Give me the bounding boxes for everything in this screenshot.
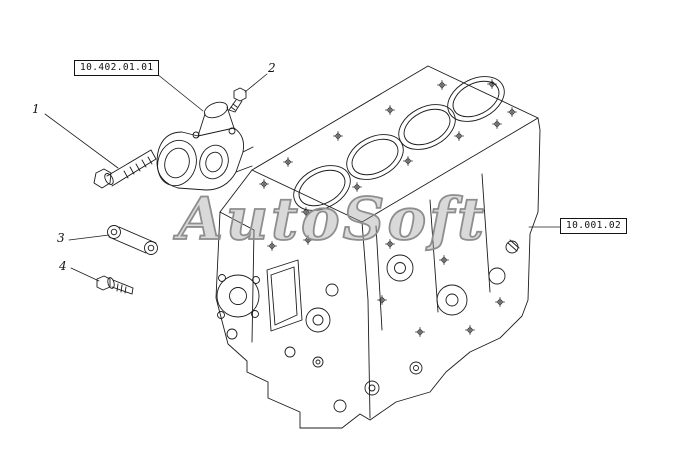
callout-3[interactable]: 3 [57,231,65,245]
engine-block-drawing [215,65,541,429]
leader-line-callout-3 [68,234,110,241]
leader-line-ref-thermostat [156,73,204,112]
callout-1[interactable]: 1 [32,102,40,116]
callout-4[interactable]: 4 [59,259,67,273]
hex-flange-bolt-drawing [96,275,134,295]
short-hex-bolt-drawing [228,87,247,113]
leader-line-callout-4 [70,267,100,282]
leader-line-callout-1 [44,113,119,169]
ref-box-engine-block[interactable]: 10.001.02 [560,218,628,234]
thermostat-housing-drawing [156,101,254,191]
link-bracket-drawing [107,225,158,255]
long-hex-bolt-drawing [93,149,157,189]
leader-line-callout-2 [244,73,268,93]
callout-2[interactable]: 2 [268,61,276,75]
ref-box-thermostat-housing[interactable]: 10.402.01.01 [74,60,160,76]
